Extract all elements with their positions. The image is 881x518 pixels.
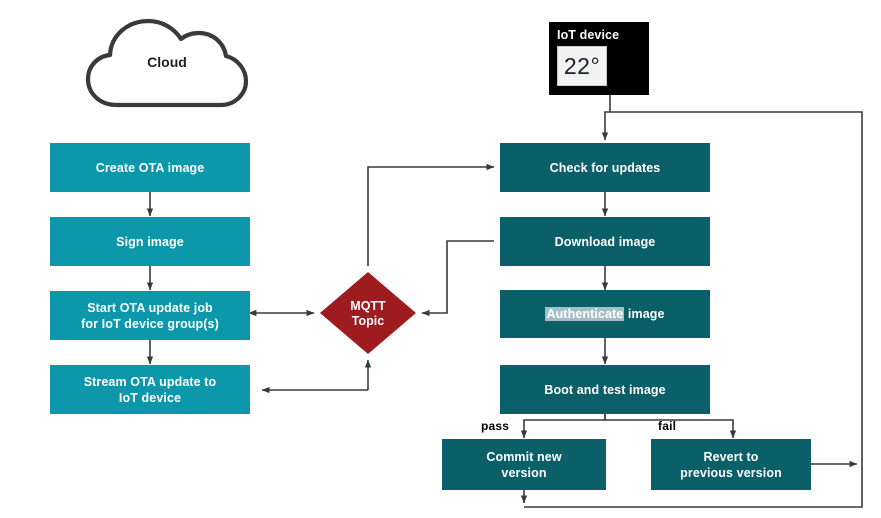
- authenticate-selected-word: Authenticate: [545, 307, 625, 321]
- cloud-label: Cloud: [147, 54, 187, 70]
- connector-mqtt-to-check-updates: [367, 163, 495, 266]
- authenticate-rest-word: image: [627, 307, 665, 321]
- connector-boot-to-revert: [604, 414, 737, 439]
- connector-boot-to-commit: [520, 414, 606, 439]
- connector-download-to-mqtt: [421, 240, 494, 317]
- edge-label-pass: pass: [481, 419, 510, 433]
- node-label: Download image: [554, 234, 656, 249]
- node-label: Sign image: [116, 234, 184, 249]
- node-label: Check for updates: [549, 160, 661, 175]
- node-create-ota-image[interactable]: Create OTA image: [50, 143, 250, 192]
- node-boot-and-test-image[interactable]: Boot and test image: [500, 365, 710, 414]
- connector-return-loop: [524, 111, 863, 508]
- cloud-shape: [85, 18, 249, 108]
- iot-device-title: IoT device: [557, 28, 620, 42]
- mqtt-topic-diamond[interactable]: [320, 272, 416, 354]
- node-check-for-updates[interactable]: Check for updates: [500, 143, 710, 192]
- iot-temperature-readout: 22°: [557, 46, 607, 86]
- node-label: Authenticate image: [545, 306, 664, 322]
- node-sign-image[interactable]: Sign image: [50, 217, 250, 266]
- edge-label-fail: fail: [658, 419, 677, 433]
- node-label: Boot and test image: [544, 382, 666, 397]
- node-label: Create OTA image: [95, 160, 205, 175]
- node-authenticate-image[interactable]: Authenticate image: [500, 290, 710, 338]
- node-download-image[interactable]: Download image: [500, 217, 710, 266]
